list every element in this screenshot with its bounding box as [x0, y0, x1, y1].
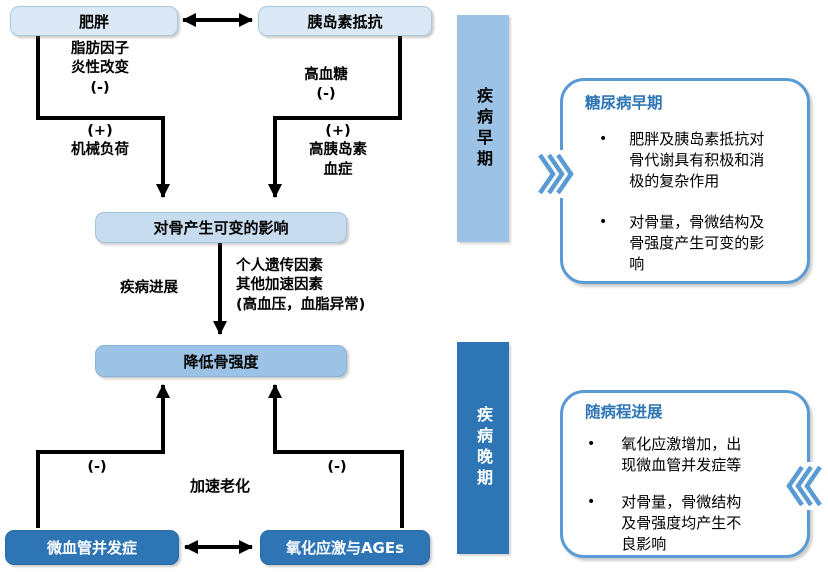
panel-late-progression: 随病程进展 • 氧化应激增加，出 现微血管并发症等 • 对骨量，骨微结构 及骨强… [560, 390, 810, 558]
label-hyperglycemia: 高血糖 (-) [304, 67, 348, 103]
node-microvascular-complications: 微血管并发症 [5, 530, 179, 565]
label-hyperinsulinemia: (+) 高胰岛素 血症 [309, 123, 367, 178]
label-minus-left: (-) [87, 459, 107, 475]
node-reduced-bone-strength: 降低骨强度 [95, 345, 347, 377]
stage-bar-early: 疾病早期 [457, 15, 509, 242]
label-accelerated-aging: 加速老化 [189, 477, 250, 495]
panel-early-title: 糖尿病早期 [585, 94, 663, 112]
list-item: • 对骨量，骨微结构及 骨强度产生可变的影 响 [599, 212, 807, 275]
panel-late-bullets: • 氧化应激增加，出 现微血管并发症等 • 对骨量，骨微结构 及骨强度均产生不 … [563, 434, 807, 555]
label-minus-right: (-) [327, 459, 347, 475]
label-disease-progression: 疾病进展 [120, 280, 178, 296]
bullet-icon: • [599, 214, 608, 230]
node-insulin-resistance: 胰岛素抵抗 [258, 6, 432, 36]
node-variable-bone-effect: 对骨产生可变的影响 [95, 212, 347, 243]
bullet-icon: • [587, 436, 596, 452]
bullet-text: 氧化应激增加，出 现微血管并发症等 [621, 435, 742, 474]
triple-chevron-left-icon [784, 462, 824, 510]
node-obesity: 肥胖 [10, 6, 178, 36]
stage-bar-early-label: 疾病早期 [474, 86, 493, 171]
bullet-text: 对骨量，骨微结构及 骨强度产生可变的影 响 [629, 213, 765, 273]
bullet-text: 肥胖及胰岛素抵抗对 骨代谢具有积极和消 极的复杂作用 [629, 130, 765, 190]
label-adipokines: 脂肪因子 炎性改变 (-) [71, 41, 129, 96]
node-oxidative-stress-ages: 氧化应激与AGEs [260, 530, 430, 565]
list-item: • 对骨量，骨微结构 及骨强度均产生不 良影响 [587, 492, 807, 555]
list-item: • 肥胖及胰岛素抵抗对 骨代谢具有积极和消 极的复杂作用 [599, 129, 807, 192]
bullet-text: 对骨量，骨微结构 及骨强度均产生不 良影响 [621, 493, 742, 553]
bullet-icon: • [599, 131, 608, 147]
panel-late-title: 随病程进展 [585, 403, 663, 421]
panel-early-bullets: • 肥胖及胰岛素抵抗对 骨代谢具有积极和消 极的复杂作用 • 对骨量，骨微结构及… [563, 129, 807, 275]
stage-bar-late: 疾病晚期 [457, 342, 509, 554]
label-accelerating-factors: 个人遗传因素 其他加速因素 (高血压，血脂异常) [236, 258, 366, 313]
panel-early-diabetes: 糖尿病早期 • 肥胖及胰岛素抵抗对 骨代谢具有积极和消 极的复杂作用 • 对骨量… [560, 78, 810, 284]
list-item: • 氧化应激增加，出 现微血管并发症等 [587, 434, 807, 476]
bullet-icon: • [587, 494, 596, 510]
stage-bar-late-label: 疾病晚期 [474, 406, 493, 490]
triple-chevron-right-icon [536, 150, 576, 198]
label-mechanical-load: (+) 机械负荷 [71, 123, 129, 159]
